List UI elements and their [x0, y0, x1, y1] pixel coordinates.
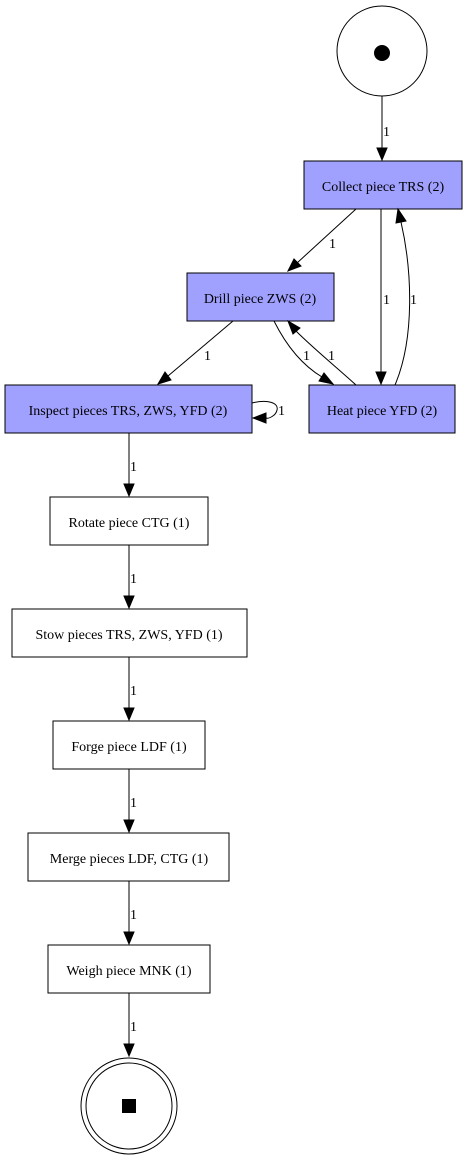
activity-box — [303, 160, 463, 210]
edge-merge-weigh: 1 — [123, 881, 137, 946]
activity-box — [308, 384, 456, 434]
edge-label: 1 — [303, 349, 310, 364]
activity-label: Stow pieces TRS, ZWS, YFD (1) — [35, 628, 222, 643]
edge-heat-collect: 1 — [394, 207, 417, 386]
edge-stow-forge: 1 — [123, 657, 137, 722]
activity-weigh: Weigh piece MNK (1) — [47, 944, 211, 994]
edge-collect-drill: 1 — [286, 208, 357, 272]
edge-inspect-rotate: 1 — [123, 433, 137, 498]
edge-label: 1 — [410, 293, 417, 308]
edge-start-collect: 1 — [376, 96, 390, 162]
edge-label: 1 — [278, 404, 285, 419]
edge-forge-merge: 1 — [123, 769, 137, 834]
edge-label: 1 — [130, 460, 137, 475]
edge-drill-inspect: 1 — [156, 320, 234, 385]
activity-inspect: Inspect pieces TRS, ZWS, YFD (2) — [4, 384, 253, 434]
edge-weigh-end: 1 — [123, 993, 137, 1058]
start-node — [336, 5, 428, 97]
filled-square-icon — [122, 1099, 136, 1113]
activity-box — [11, 608, 248, 658]
filled-circle-icon — [374, 45, 390, 61]
edge-label: 1 — [130, 796, 137, 811]
edge-label: 1 — [130, 572, 137, 587]
edge-label: 1 — [130, 1020, 137, 1035]
activity-label: Forge piece LDF (1) — [71, 740, 187, 755]
activity-merge: Merge pieces LDF, CTG (1) — [27, 832, 230, 882]
activity-forge: Forge piece LDF (1) — [52, 720, 206, 770]
edge-label: 1 — [130, 684, 137, 699]
activity-label: Merge pieces LDF, CTG (1) — [50, 852, 209, 867]
activity-rotate: Rotate piece CTG (1) — [49, 496, 209, 546]
end-node — [80, 1057, 178, 1155]
edge-label: 1 — [329, 237, 336, 252]
activity-box — [47, 944, 211, 994]
edge-label: 1 — [383, 293, 390, 308]
edge-collect-heat: 1 — [375, 209, 390, 386]
activity-stow: Stow pieces TRS, ZWS, YFD (1) — [11, 608, 248, 658]
activity-box — [186, 272, 335, 322]
activity-box — [27, 832, 230, 882]
activity-drill: Drill piece ZWS (2) — [186, 272, 335, 322]
activity-label: Collect piece TRS (2) — [322, 180, 445, 195]
edge-label: 1 — [130, 908, 137, 923]
edge-heat-drill: 1 — [287, 319, 357, 386]
activity-label: Rotate piece CTG (1) — [69, 516, 190, 531]
edge-label: 1 — [328, 349, 335, 364]
edge-drill-heat: 1 — [273, 320, 335, 385]
activity-label: Weigh piece MNK (1) — [66, 964, 192, 979]
edge-label: 1 — [383, 125, 390, 140]
activity-label: Inspect pieces TRS, ZWS, YFD (2) — [29, 404, 228, 419]
activity-collect: Collect piece TRS (2) — [303, 160, 463, 210]
activity-heat: Heat piece YFD (2) — [308, 384, 456, 434]
activity-label: Heat piece YFD (2) — [327, 404, 438, 419]
edge-inspect-self: 1 — [251, 400, 285, 424]
edge-label: 1 — [204, 349, 211, 364]
activity-label: Drill piece ZWS (2) — [204, 292, 317, 307]
edge-rotate-stow: 1 — [123, 545, 137, 610]
